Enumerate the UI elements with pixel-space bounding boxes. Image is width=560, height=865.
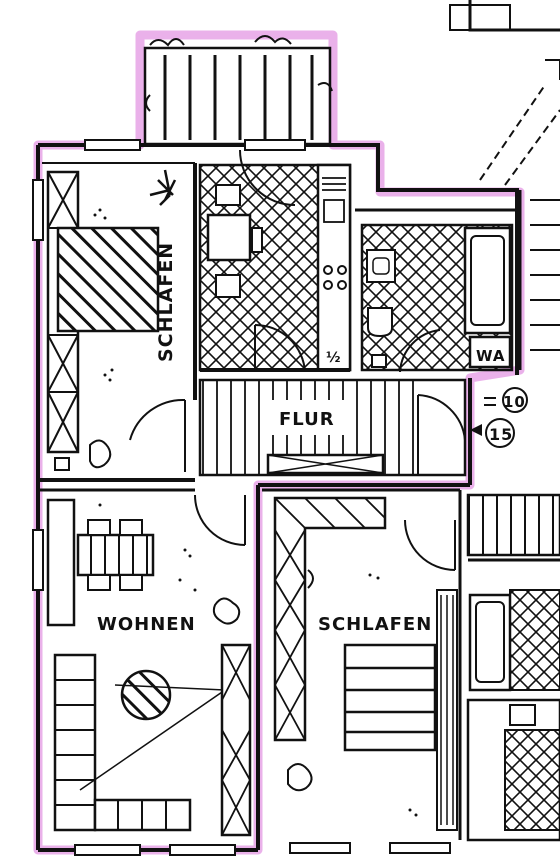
toilet bbox=[367, 307, 393, 338]
bed bbox=[343, 643, 437, 752]
entrance-arrow bbox=[470, 424, 482, 436]
bedroom-left: SCHLAFEN bbox=[40, 163, 197, 482]
laundry-label: WA bbox=[476, 347, 505, 365]
room-label-hallway: FLUR bbox=[279, 409, 335, 430]
door-swing bbox=[417, 394, 466, 441]
door-swing bbox=[399, 329, 441, 373]
bathroom: WA bbox=[355, 208, 517, 373]
plant-icon bbox=[212, 597, 241, 625]
neighbor-unit bbox=[466, 493, 560, 842]
outer-walls bbox=[36, 143, 519, 852]
room-label-living: WOHNEN bbox=[97, 614, 196, 635]
washing-machine bbox=[468, 335, 512, 369]
stove-mark: ½ bbox=[326, 350, 342, 366]
floor-texture-dots bbox=[93, 208, 418, 817]
room-label-bedroom-right: SCHLAFEN bbox=[318, 614, 432, 635]
entry-annotations: 10 15 bbox=[484, 387, 528, 448]
door-swing bbox=[239, 149, 296, 206]
stove-icon bbox=[323, 265, 347, 290]
door-swing bbox=[129, 398, 186, 441]
washbasin bbox=[366, 249, 396, 283]
door-swing bbox=[254, 323, 306, 373]
windows bbox=[32, 139, 451, 856]
apartment-ref-number: 10 bbox=[503, 393, 526, 411]
plant-icon bbox=[287, 763, 313, 792]
plant-icon bbox=[149, 169, 177, 206]
plant-icon bbox=[89, 439, 112, 469]
plant-icon bbox=[145, 35, 333, 112]
door-swing bbox=[404, 519, 456, 571]
unit-number: 15 bbox=[489, 425, 513, 444]
coffee-table bbox=[120, 669, 172, 721]
dining-table bbox=[206, 213, 252, 262]
living-room: WOHNEN bbox=[40, 488, 252, 837]
bed bbox=[56, 226, 160, 333]
sideboard bbox=[46, 498, 76, 627]
sofa bbox=[53, 653, 97, 832]
hallway: FLUR bbox=[198, 378, 482, 477]
bathtub bbox=[463, 226, 512, 335]
room-label-bedroom-left: SCHLAFEN bbox=[155, 242, 177, 362]
bedroom-right: SCHLAFEN bbox=[262, 488, 462, 840]
kitchen: ½ bbox=[198, 149, 352, 373]
dining-table bbox=[76, 533, 155, 577]
sink-icon bbox=[322, 177, 346, 223]
door-swing bbox=[194, 494, 246, 546]
balcony bbox=[143, 35, 333, 146]
staircase bbox=[449, 0, 560, 370]
